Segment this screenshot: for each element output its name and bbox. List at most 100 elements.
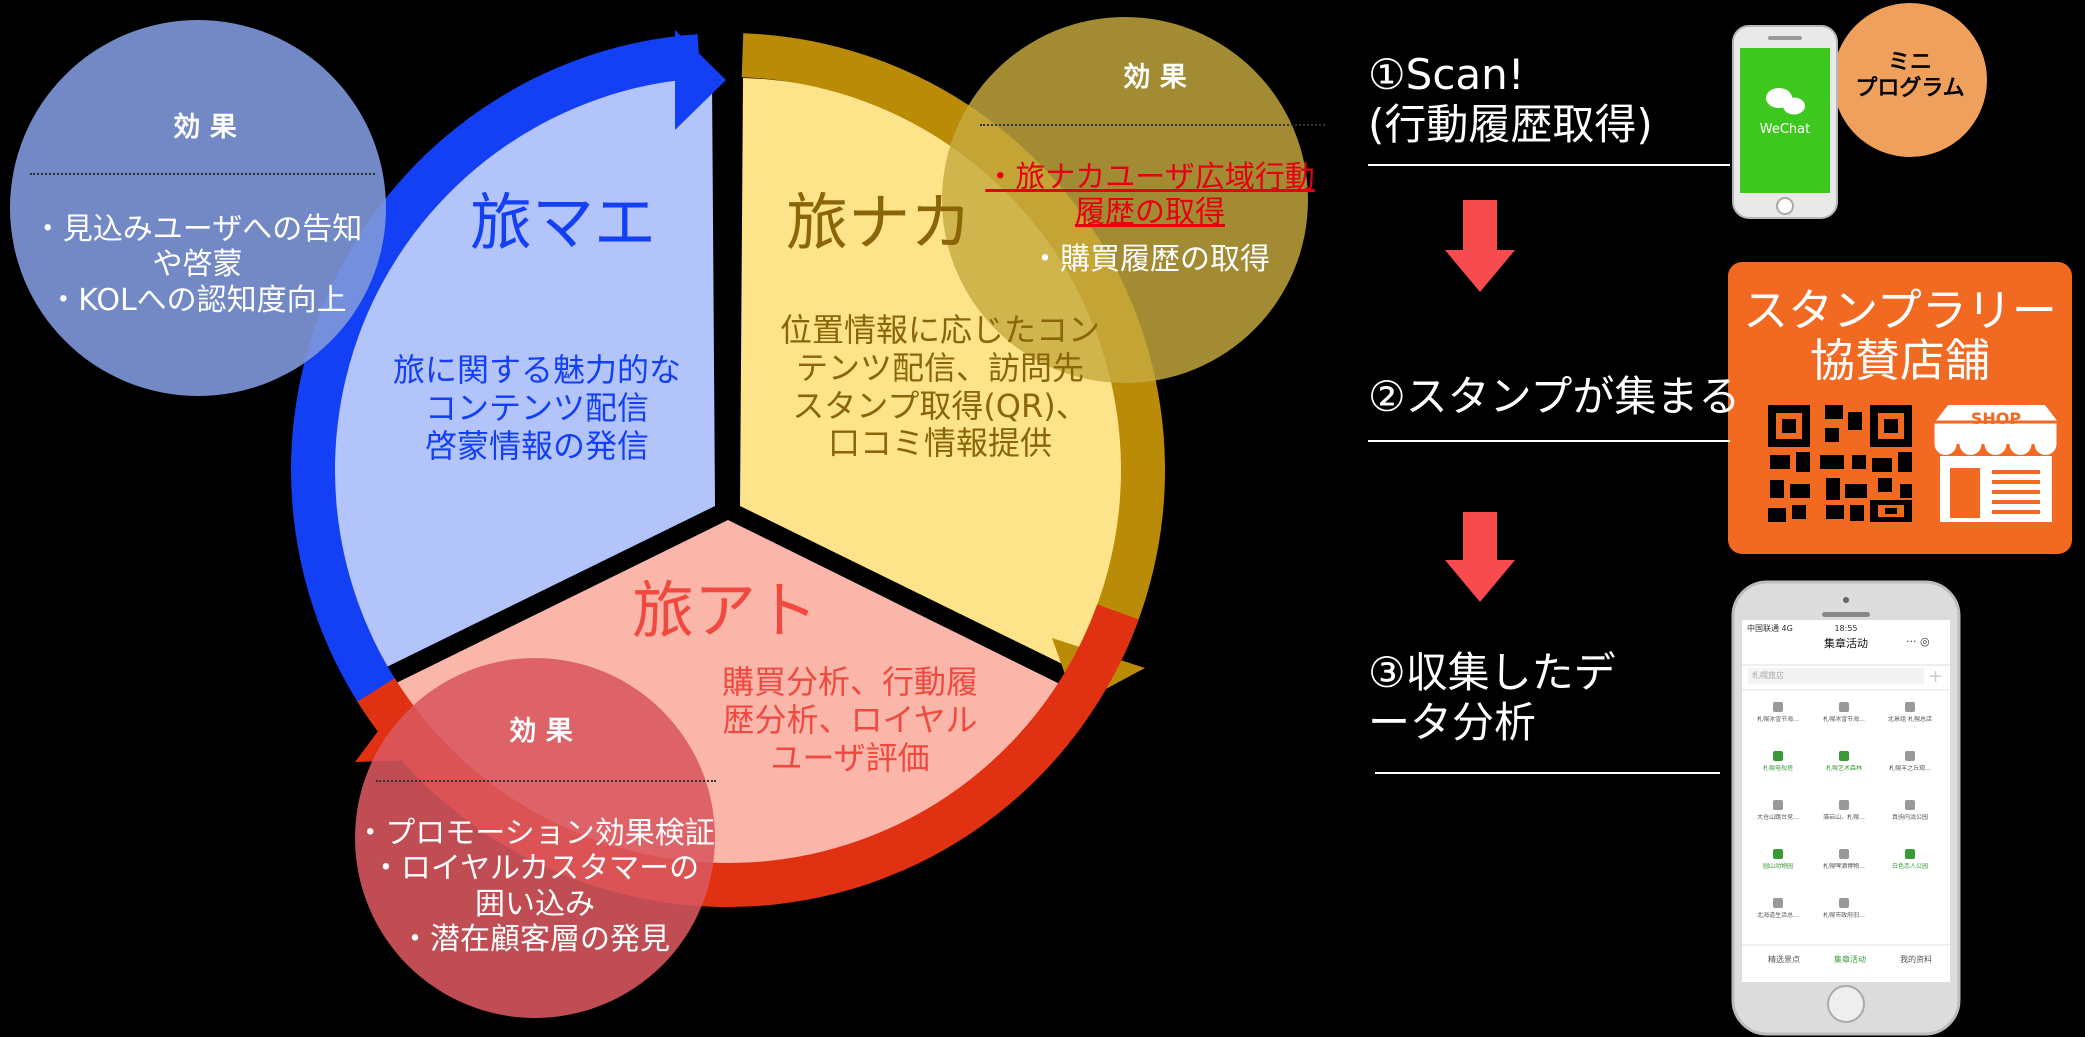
before-description: 旅に関する魅力的なコンテンツ配信啓蒙情報の発信 bbox=[352, 351, 722, 465]
sponsor-title-line: スタンプラリー bbox=[1743, 284, 2057, 337]
app-grid-item[interactable]: 札幌市政府旧... bbox=[1823, 912, 1865, 919]
wechat-phone bbox=[1732, 25, 1838, 219]
before-description-line: 啓蒙情報の発信 bbox=[424, 426, 649, 465]
after-description: 購買分析、行動履歴分析、ロイヤルユーザ評価 bbox=[690, 663, 1010, 777]
before-description-line: コンテンツ配信 bbox=[424, 388, 649, 427]
before-arc-arrow bbox=[291, 34, 701, 721]
during-description: 位置情報に応じたコンテンツ配信、訪問先スタンプ取得(QR)、口コミ情報提供 bbox=[770, 311, 1110, 463]
app-grid-item[interactable]: 白色恋人公园 bbox=[1891, 863, 1928, 870]
app-grid-item-icon bbox=[1905, 751, 1915, 761]
effect-before-item-line: ・見込みユーザへの告知 bbox=[32, 212, 363, 247]
wechat-icon bbox=[1766, 88, 1805, 115]
after-description-line: 購買分析、行動履 bbox=[721, 663, 978, 701]
app-grid-item-icon bbox=[1773, 702, 1783, 712]
app-grid-item[interactable]: 北海道生活总... bbox=[1757, 912, 1799, 919]
after-description-line: ユーザ評価 bbox=[770, 738, 930, 777]
during-description-line: テンツ配信、訪問先 bbox=[795, 348, 1084, 387]
effect-during-divider bbox=[980, 124, 1325, 126]
step-3-label: ③収集したデータ分析 bbox=[1368, 648, 1616, 747]
effect-after-list: ・プロモーション効果検証・ロイヤルカスタマーの囲い込み・潜在顧客層の発見 bbox=[355, 816, 715, 958]
effect-after-item-line: ・潜在顧客層の発見 bbox=[400, 922, 670, 958]
app-grid-item-icon bbox=[1839, 800, 1849, 810]
app-search-input[interactable]: 札幌旅店 bbox=[1752, 671, 1784, 680]
app-grid-item[interactable]: 札幌羊之丘观... bbox=[1889, 765, 1931, 772]
after-description-line: 歴分析、ロイヤル bbox=[722, 700, 978, 739]
effect-after-divider bbox=[376, 780, 716, 782]
during-description-line: 口コミ情報提供 bbox=[827, 424, 1052, 463]
app-status-left: 中国联通 4G bbox=[1747, 624, 1793, 633]
app-grid-item-icon bbox=[1839, 898, 1849, 908]
effect-after-item-line: ・プロモーション効果検証 bbox=[355, 816, 715, 851]
app-grid-item-icon bbox=[1905, 702, 1915, 712]
step-1-label: ①Scan!(行動履歴取得) bbox=[1368, 50, 1653, 149]
effect-during-circle bbox=[942, 17, 1308, 383]
app-grid-item-icon bbox=[1839, 702, 1849, 712]
step-3-line: ③収集したデ bbox=[1368, 648, 1616, 697]
effect-before-heading: 効 果 bbox=[173, 112, 237, 143]
down-arrow-2 bbox=[1445, 512, 1515, 602]
effect-after-heading: 効 果 bbox=[509, 716, 573, 747]
step-2-label: ②スタンプが集まる bbox=[1368, 372, 1741, 421]
app-grid-item-icon bbox=[1773, 898, 1783, 908]
step-1-rule bbox=[1368, 164, 1730, 166]
step-2-rule bbox=[1368, 440, 1730, 442]
effect-before-circle bbox=[10, 20, 386, 396]
during-description-line: 位置情報に応じたコン bbox=[779, 311, 1100, 349]
effect-after-item-line: ・ロイヤルカスタマーの bbox=[370, 851, 700, 887]
before-title: 旅マエ bbox=[470, 186, 657, 259]
app-grid-item-icon bbox=[1905, 800, 1915, 810]
app-grid-item-icon bbox=[1905, 849, 1915, 859]
app-tab-item[interactable]: 我的资料 bbox=[1900, 955, 1932, 964]
app-menu-icon[interactable]: ··· ◎ bbox=[1906, 635, 1930, 648]
step-3-line: ータ分析 bbox=[1368, 697, 1537, 747]
app-grid-item-icon bbox=[1773, 800, 1783, 810]
during-title: 旅ナカ bbox=[786, 186, 973, 259]
app-tab-item[interactable]: 集章活动 bbox=[1834, 955, 1866, 964]
app-grid-item-icon bbox=[1839, 849, 1849, 859]
effect-after-circle bbox=[355, 658, 715, 1018]
app-grid-item-icon bbox=[1773, 751, 1783, 761]
app-grid-item[interactable]: 札幌艺术森林 bbox=[1825, 765, 1862, 772]
effect-during-highlight-line: 履歴の取得 bbox=[1075, 195, 1225, 231]
effect-after-item-line: 囲い込み bbox=[475, 886, 595, 922]
app-grid-item[interactable]: 藻岩山、札幌... bbox=[1823, 814, 1865, 821]
down-arrow-1 bbox=[1445, 200, 1515, 292]
app-grid-item[interactable]: 札幌冰雪节海... bbox=[1823, 716, 1865, 723]
effect-before-item-line: ・KOLへの認知度向上 bbox=[48, 282, 347, 318]
mini-program-label: ミニプログラム bbox=[1840, 50, 1980, 102]
effect-during-highlight: ・旅ナカユーザ広域行動履歴の取得 bbox=[975, 160, 1325, 231]
sponsor-title: スタンプラリー協賛店舗 bbox=[1728, 284, 2072, 387]
effect-during-list: ・購買履歴の取得 bbox=[975, 242, 1325, 277]
app-status-time: 18:55 bbox=[1834, 624, 1858, 633]
step-1-line: (行動履歴取得) bbox=[1368, 99, 1653, 149]
app-grid-item[interactable]: 札幌电视塔 bbox=[1762, 765, 1793, 772]
app-grid-item[interactable]: 札幌冰雪节海... bbox=[1757, 716, 1799, 723]
shop-label: SHOP bbox=[1970, 409, 2022, 428]
app-tab-item[interactable]: 精选景点 bbox=[1768, 955, 1800, 964]
effect-before-divider bbox=[30, 173, 375, 175]
before-description-line: 旅に関する魅力的な bbox=[392, 351, 681, 389]
effect-during-heading: 効 果 bbox=[1123, 62, 1187, 93]
app-grid-item[interactable]: 大仓山跳台竞... bbox=[1757, 814, 1799, 821]
shop-icon bbox=[1931, 405, 2060, 522]
app-grid-item-icon bbox=[1773, 849, 1783, 859]
effect-during-item-line: ・購買履歴の取得 bbox=[1030, 242, 1270, 277]
wechat-label: WeChat bbox=[1759, 122, 1811, 137]
app-grid-item[interactable]: 真驹内泷公园 bbox=[1891, 814, 1928, 821]
step-3-rule bbox=[1375, 772, 1720, 774]
app-grid-item[interactable]: 圆山动物园 bbox=[1762, 863, 1793, 870]
before-arrow-head bbox=[675, 30, 726, 130]
app-grid-icons bbox=[1773, 702, 1915, 908]
app-grid-item-icon bbox=[1839, 751, 1849, 761]
mini-program-line: ミニ bbox=[1887, 50, 1932, 75]
app-grid-item[interactable]: 札幌啤酒博物... bbox=[1823, 863, 1865, 870]
app-add-icon[interactable]: + bbox=[1928, 666, 1944, 687]
app-grid-item[interactable]: 北景组 札幌总店 bbox=[1888, 716, 1932, 723]
app-title: 集章活动 bbox=[1824, 637, 1868, 650]
during-description-line: スタンプ取得(QR)、 bbox=[792, 386, 1088, 425]
mini-program-badge bbox=[1833, 3, 1987, 157]
effect-before-list: ・見込みユーザへの告知や啓蒙・KOLへの認知度向上 bbox=[10, 212, 385, 318]
effect-during-highlight-line: ・旅ナカユーザ広域行動 bbox=[985, 160, 1315, 195]
step-1-line: ①Scan! bbox=[1368, 50, 1525, 99]
effect-before-item-line: や啓蒙 bbox=[152, 247, 243, 283]
